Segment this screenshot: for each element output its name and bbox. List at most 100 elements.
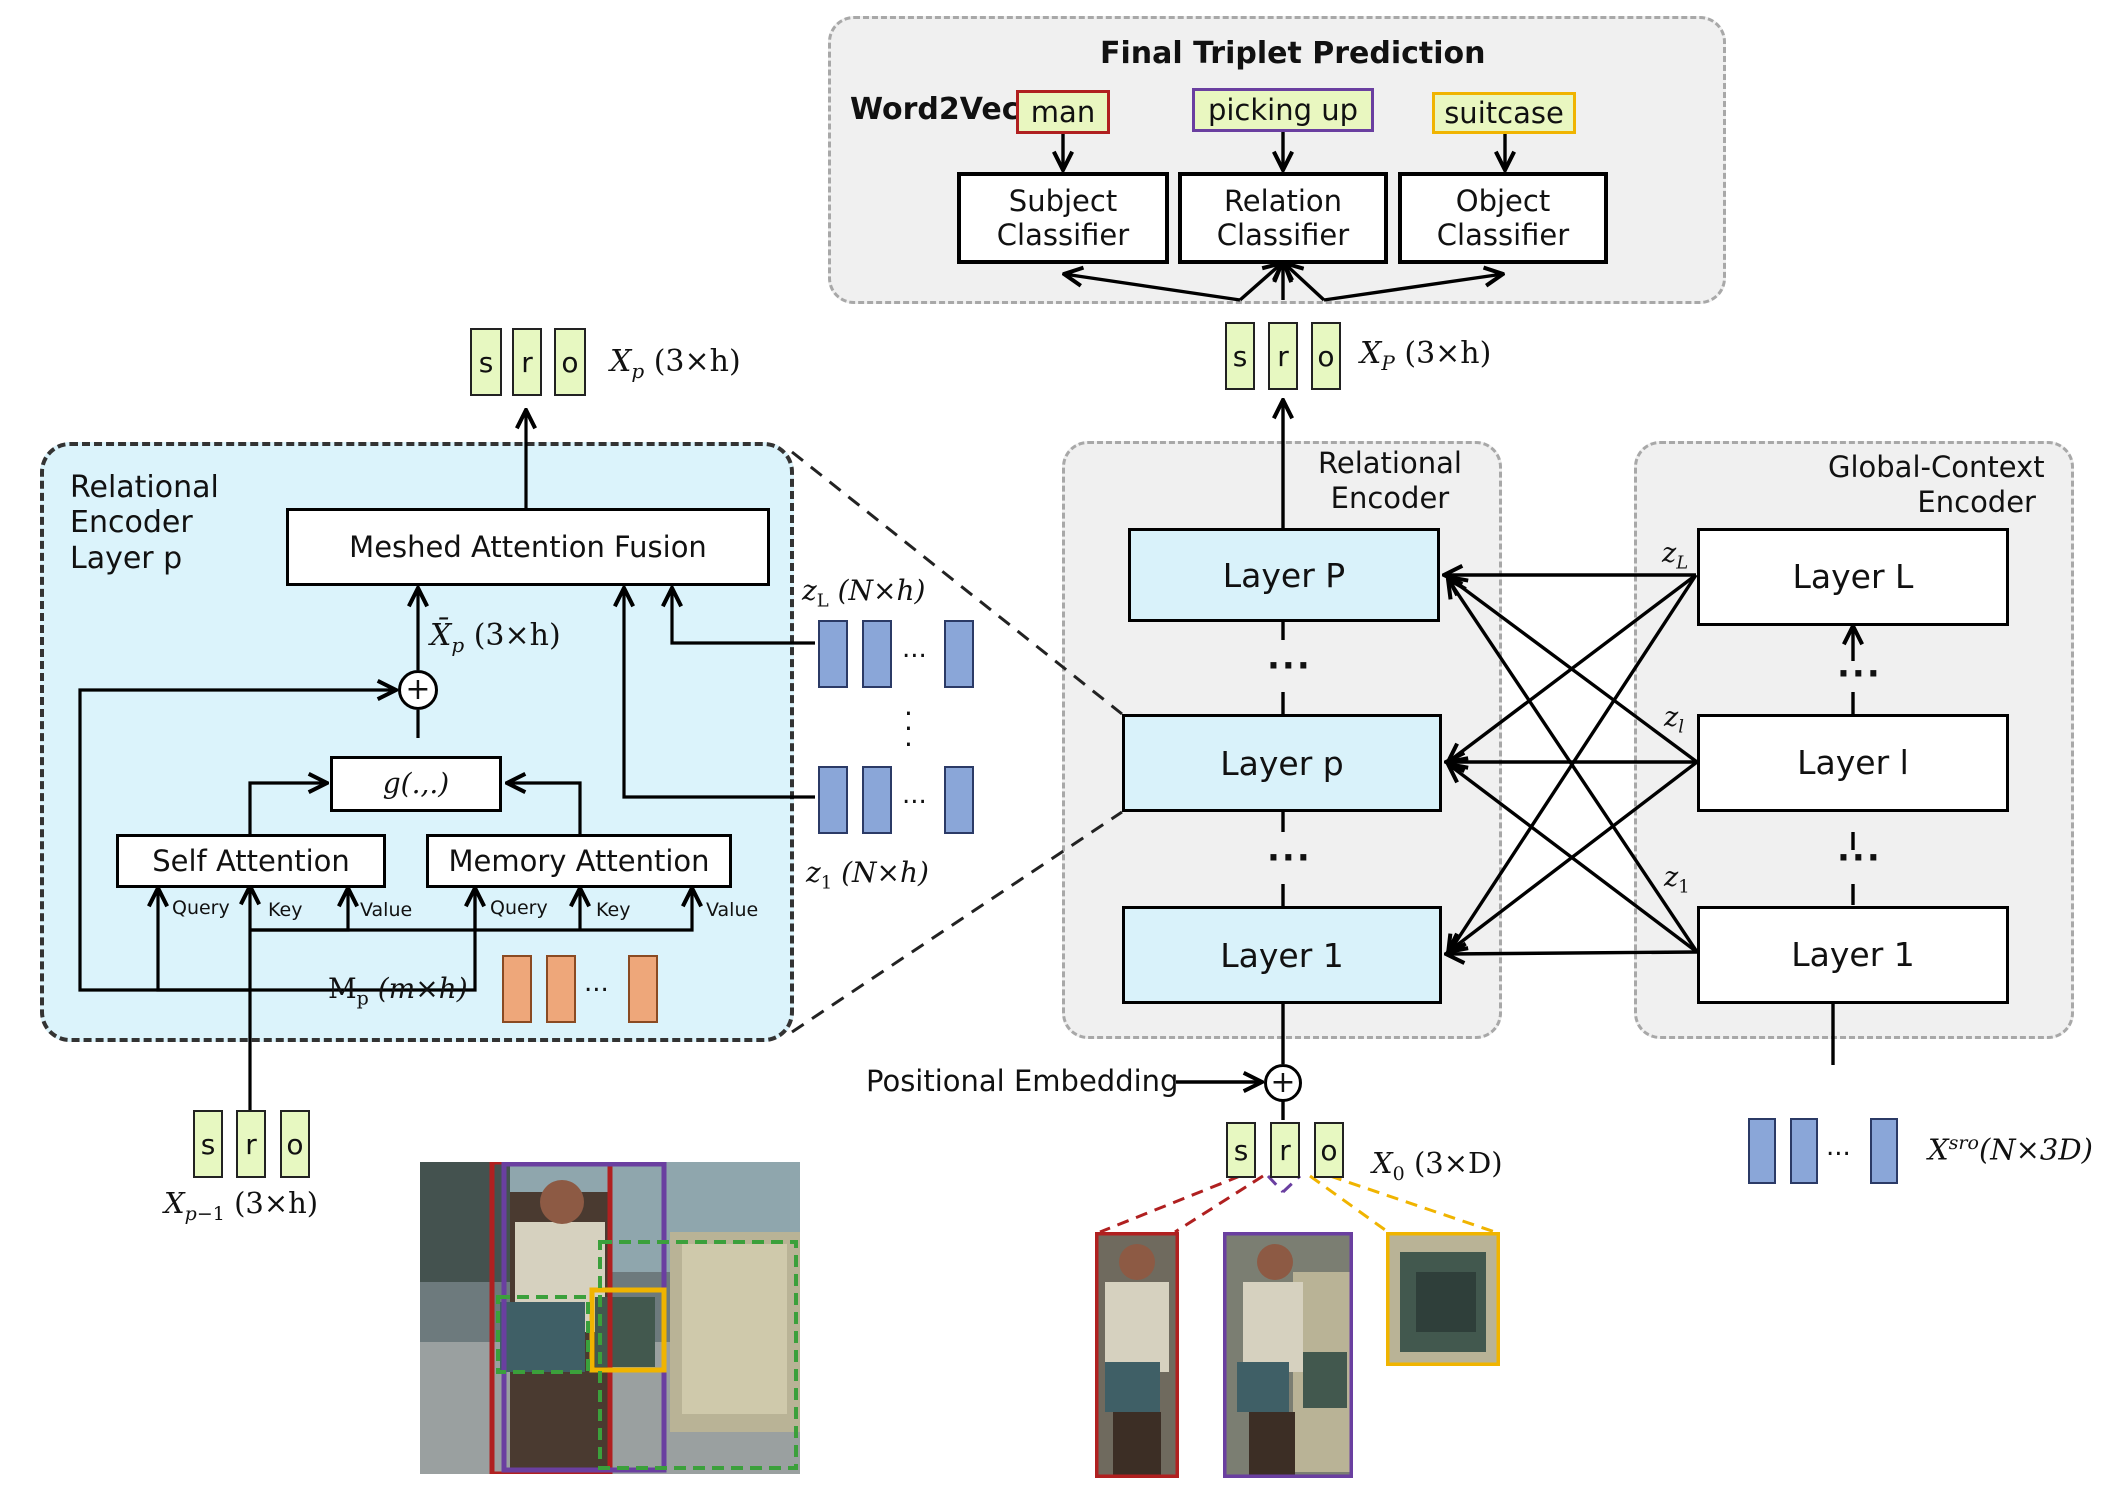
word2vec-label: Word2Vec — [850, 92, 1020, 127]
x0-dims: (3×D) — [1413, 1146, 1503, 1180]
global-encoder-title-line-1: Global-Context — [1828, 450, 2045, 484]
subject-classifier-line-1: Subject — [1008, 183, 1118, 218]
g-function-box: g(.,.) — [330, 756, 502, 812]
relational-encoder-title-line-1: Relational — [1318, 446, 1462, 480]
memory-slot-2 — [546, 955, 576, 1023]
global-layer-l: Layer l — [1697, 714, 2009, 812]
memory-slot-1 — [502, 955, 532, 1023]
relational-layer-1: Layer 1 — [1122, 906, 1442, 1004]
relational-layer-title: Relational Encoder Layer p — [70, 470, 219, 576]
object-classifier: Object Classifier — [1398, 172, 1608, 264]
xp-minus-1-label: Xp−1 (3×h) — [164, 1186, 319, 1225]
zl-tap-label: zl — [1664, 702, 1684, 738]
z1-vector-1 — [818, 766, 848, 834]
x0-token-s: s — [1226, 1122, 1256, 1178]
word-object: suitcase — [1432, 92, 1576, 134]
positional-add-icon: + — [1264, 1064, 1302, 1102]
zL-ellipsis: ... — [902, 634, 927, 664]
xsro-ellipsis: ... — [1826, 1132, 1851, 1162]
object-crop-photo — [1386, 1232, 1500, 1366]
global-dots-upper: ··· — [1837, 654, 1882, 694]
z1-ellipsis: ... — [902, 780, 927, 810]
final-triplet-title: Final Triplet Prediction — [1100, 36, 1486, 71]
global-encoder-title: Global-Context Encoder — [1828, 450, 2045, 520]
x0-token-o: o — [1314, 1122, 1344, 1178]
relational-encoder-title-line-2: Encoder — [1330, 480, 1450, 515]
relation-classifier-line-1: Relation — [1223, 183, 1343, 218]
xp-minus-1-token-r: r — [236, 1110, 266, 1178]
relational-layer-title-line-3: Layer p — [70, 540, 183, 576]
relational-layer-p: Layer p — [1122, 714, 1442, 812]
residual-add-icon: + — [398, 670, 438, 710]
zL-vector-2 — [862, 620, 892, 688]
self-key-label: Key — [268, 899, 303, 921]
memory-ellipsis: ... — [584, 968, 609, 998]
self-query-label: Query — [172, 897, 230, 919]
mp-label: Mp (m×h) — [328, 972, 468, 1010]
z1-vector-2 — [862, 766, 892, 834]
xp-top-dims: (3×h) — [653, 344, 741, 379]
xp-minus-1-token-s: s — [193, 1110, 223, 1178]
scene-photo — [420, 1162, 800, 1474]
mp-dims: (m×h) — [377, 972, 468, 1005]
memory-key-label: Key — [596, 899, 631, 921]
global-dots-lower: ··· — [1837, 838, 1882, 878]
x0-label: X0 (3×D) — [1372, 1146, 1503, 1185]
xp-top-label: Xp (3×h) — [610, 344, 741, 383]
word-relation: picking up — [1192, 88, 1374, 132]
relational-layer-title-line-2: Encoder — [70, 505, 193, 541]
memory-attention-box: Memory Attention — [426, 834, 732, 888]
xsro-vector-1 — [1748, 1118, 1776, 1184]
self-value-label: Value — [360, 899, 413, 921]
xP-label: XP (3×h) — [1360, 336, 1492, 375]
xP-token-o: o — [1311, 322, 1341, 390]
relational-layer-title-line-1: Relational — [70, 470, 219, 505]
global-layer-1: Layer 1 — [1697, 906, 2009, 1004]
memory-slot-last — [628, 955, 658, 1023]
xsro-vector-last — [1870, 1118, 1898, 1184]
relational-dots-upper: ··· — [1267, 646, 1312, 686]
meshed-attention-fusion: Meshed Attention Fusion — [286, 508, 770, 586]
relation-classifier-line-2: Classifier — [1216, 218, 1350, 252]
subject-classifier-line-2: Classifier — [996, 218, 1130, 252]
z1-label: z1 (N×h) — [806, 856, 929, 894]
xsro-dims: (N×3D) — [1978, 1132, 2093, 1167]
zL-label: zL (N×h) — [802, 574, 926, 612]
relational-dots-lower: ··· — [1267, 838, 1312, 878]
xbar-label: X̄p (3×h) — [430, 618, 561, 657]
relational-encoder-title: Relational Encoder — [1318, 446, 1462, 516]
xp-top-token-s: s — [470, 328, 502, 396]
xsro-label: Xsro(N×3D) — [1928, 1132, 2093, 1167]
global-layer-L: Layer L — [1697, 528, 2009, 626]
z1-dims: (N×h) — [841, 856, 929, 889]
object-classifier-line-2: Classifier — [1436, 218, 1570, 252]
positional-embedding-label: Positional Embedding — [866, 1064, 1179, 1098]
x0-token-r: r — [1270, 1122, 1300, 1178]
memory-query-label: Query — [490, 897, 548, 919]
relation-classifier: Relation Classifier — [1178, 172, 1388, 264]
memory-value-label: Value — [706, 899, 759, 921]
zL-dims: (N×h) — [837, 574, 926, 607]
object-classifier-line-1: Object — [1455, 183, 1551, 218]
relational-layer-P: Layer P — [1128, 528, 1440, 622]
xbar-dims: (3×h) — [473, 618, 561, 653]
xP-token-s: s — [1225, 322, 1255, 390]
xp-minus-1-token-o: o — [280, 1110, 310, 1178]
subject-classifier: Subject Classifier — [957, 172, 1169, 264]
word-subject: man — [1016, 90, 1110, 134]
xP-token-r: r — [1268, 322, 1298, 390]
xsro-vector-2 — [1790, 1118, 1818, 1184]
global-encoder-title-line-2: Encoder — [1917, 484, 2036, 519]
xp-minus-1-dims: (3×h) — [234, 1186, 319, 1220]
z1-vector-last — [944, 766, 974, 834]
self-attention-box: Self Attention — [116, 834, 386, 888]
z-vertical-ellipsis: ... — [904, 689, 913, 753]
zL-tap-label: zL — [1662, 538, 1689, 574]
z1-tap-label: z1 — [1664, 862, 1690, 898]
xP-dims: (3×h) — [1404, 336, 1492, 371]
xp-top-token-r: r — [512, 328, 542, 396]
xp-top-token-o: o — [554, 328, 586, 396]
subject-crop-photo — [1095, 1232, 1179, 1478]
